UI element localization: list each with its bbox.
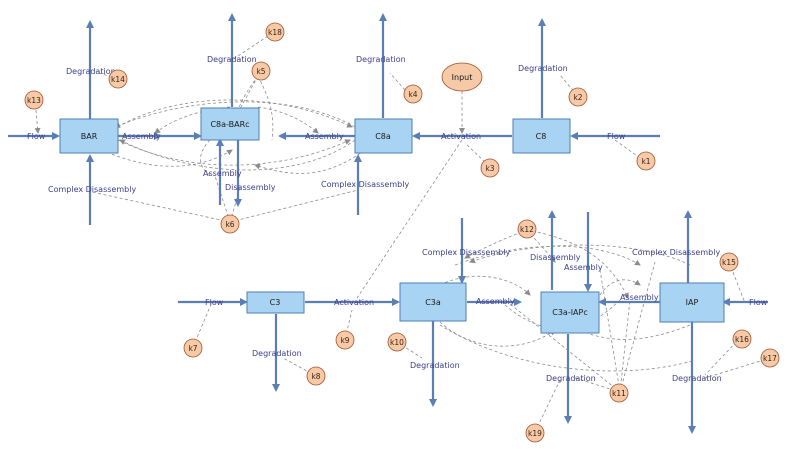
svg-text:k12: k12 <box>520 225 534 234</box>
svg-text:k7: k7 <box>188 344 197 353</box>
svg-text:k19: k19 <box>528 429 542 438</box>
flow-label-iap: Flow <box>749 298 768 307</box>
flow-label-bar: Flow <box>27 132 46 141</box>
node-label-bar: BAR <box>81 132 98 141</box>
svg-text:k14: k14 <box>111 75 125 84</box>
node-label-iap: IAP <box>686 298 699 307</box>
degradation-label-c8: Degradation <box>518 64 568 73</box>
species-node-c3[interactable]: C3 <box>246 291 305 314</box>
parameter-k19[interactable]: k19 <box>525 423 545 443</box>
species-node-c8[interactable]: C8 <box>512 118 571 154</box>
flow-arrows <box>8 13 768 434</box>
complex-disassembly-label-c8a: Complex Disassembly <box>321 180 409 189</box>
assembly-label-c3a-iapc: Assembly <box>620 293 659 302</box>
disassembly-label-c8a-barc: Disassembly <box>225 183 276 192</box>
reaction-labels: Flow Degradation Assembly Complex Disass… <box>27 55 768 383</box>
parameter-k5[interactable]: k5 <box>251 61 271 81</box>
assembly-label-c3a: Assembly <box>476 297 515 306</box>
degradation-label-c8a-barc: Degradation <box>207 55 257 64</box>
parameter-k3[interactable]: k3 <box>480 158 500 178</box>
svg-text:k4: k4 <box>408 90 417 99</box>
svg-text:k11: k11 <box>612 389 626 398</box>
degradation-label-c3a: Degradation <box>410 361 460 370</box>
svg-text:k18: k18 <box>268 28 282 37</box>
parameter-k14[interactable]: k14 <box>108 69 128 89</box>
assembly-label-c3a-iapc-top: Assembly <box>564 263 603 272</box>
node-label-input: Input <box>452 73 473 82</box>
parameter-k13[interactable]: k13 <box>24 90 44 110</box>
assembly-label-bar: Assembly <box>122 132 161 141</box>
svg-text:k6: k6 <box>225 220 234 229</box>
svg-text:k5: k5 <box>256 67 265 76</box>
species-node-c8a[interactable]: C8a <box>354 118 413 154</box>
species-node-c3a[interactable]: C3a <box>399 282 467 322</box>
disassembly-label-c3a-iapc: Disassembly <box>530 253 581 262</box>
parameter-k12[interactable]: k12 <box>517 219 537 239</box>
svg-text:k3: k3 <box>485 164 494 173</box>
svg-text:k1: k1 <box>641 157 650 166</box>
complex-disassembly-label-iap: Complex Disassembly <box>632 248 720 257</box>
svg-text:k13: k13 <box>27 96 41 105</box>
degradation-label-bar: Degradation <box>66 67 116 76</box>
svg-text:k8: k8 <box>311 372 320 381</box>
svg-text:k9: k9 <box>340 336 349 345</box>
svg-text:k15: k15 <box>722 258 736 267</box>
node-label-c3a-iapc: C3a-IAPc <box>552 308 588 317</box>
parameter-k1[interactable]: k1 <box>636 151 656 171</box>
svg-text:k16: k16 <box>735 335 749 344</box>
degradation-label-c8a: Degradation <box>356 55 406 64</box>
parameter-k16[interactable]: k16 <box>732 329 752 349</box>
species-node-iap[interactable]: IAP <box>659 282 725 323</box>
parameter-k8[interactable]: k8 <box>306 366 326 386</box>
parameter-k9[interactable]: k9 <box>335 330 355 350</box>
degradation-label-c3a-iapc: Degradation <box>546 374 596 383</box>
species-node-c8a-barc[interactable]: C8a-BARc <box>200 107 260 141</box>
degradation-label-iap: Degradation <box>672 374 722 383</box>
node-label-c3a: C3a <box>425 298 441 307</box>
parameter-k4[interactable]: k4 <box>403 84 423 104</box>
flow-label-c3: Flow <box>205 298 224 307</box>
svg-text:k10: k10 <box>390 338 404 347</box>
modifier-links <box>34 35 771 433</box>
parameter-k10[interactable]: k10 <box>387 332 407 352</box>
complex-disassembly-label-bar: Complex Disassembly <box>48 185 136 194</box>
parameter-k15[interactable]: k15 <box>719 252 739 272</box>
node-label-c3: C3 <box>270 298 281 307</box>
parameter-k18[interactable]: k18 <box>265 22 285 42</box>
complex-disassembly-label-c3a: Complex Disassembly <box>422 248 510 257</box>
parameter-k17[interactable]: k17 <box>760 348 780 368</box>
species-node-c3a-iapc[interactable]: C3a-IAPc <box>540 291 600 334</box>
activation-label-c8: Activation <box>441 132 481 141</box>
assembly-label-c8a-barc: Assembly <box>203 169 242 178</box>
svg-text:k2: k2 <box>573 93 582 102</box>
svg-text:k17: k17 <box>763 354 777 363</box>
activation-label-c3: Activation <box>334 298 374 307</box>
species-node-bar[interactable]: BAR <box>59 118 119 154</box>
parameter-k6[interactable]: k6 <box>220 214 240 234</box>
node-label-c8a: C8a <box>375 132 391 141</box>
parameter-k11[interactable]: k11 <box>609 383 629 403</box>
assembly-label-c8a: Assembly <box>305 132 344 141</box>
parameter-k2[interactable]: k2 <box>568 87 588 107</box>
node-label-c8a-barc: C8a-BARc <box>210 120 249 129</box>
parameter-k7[interactable]: k7 <box>183 338 203 358</box>
node-label-c8: C8 <box>536 132 547 141</box>
species-node-input[interactable]: Input <box>441 62 483 92</box>
degradation-label-c3: Degradation <box>252 349 302 358</box>
flow-label-c8: Flow <box>607 132 626 141</box>
